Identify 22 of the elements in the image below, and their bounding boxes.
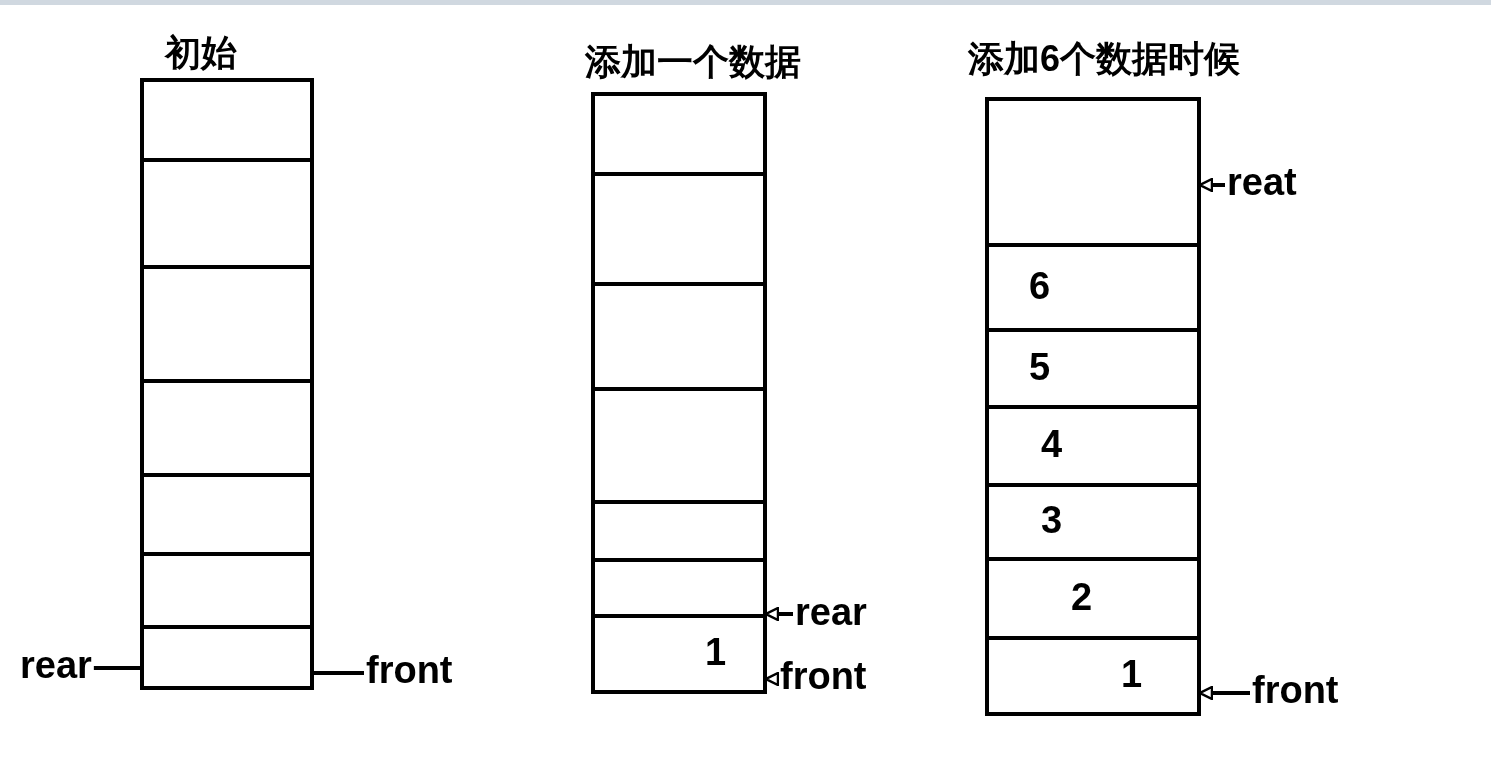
pointer-arrow — [764, 606, 793, 622]
element-number: 1 — [1121, 654, 1143, 694]
element-number: 3 — [1041, 500, 1063, 540]
column-heading: 添加一个数据 — [585, 42, 801, 82]
pointer-label: front — [1252, 670, 1339, 710]
pointer-arrow — [1198, 685, 1250, 701]
pointer-label: reat — [1227, 162, 1297, 202]
pointer-label: rear — [795, 592, 867, 632]
leader-line — [314, 671, 364, 675]
element-number: 6 — [1029, 265, 1051, 306]
pointer-label: rear — [20, 645, 92, 685]
element-number: 1 — [705, 632, 727, 672]
element-number: 5 — [1029, 346, 1051, 387]
column-heading: 添加6个数据时候 — [968, 39, 1241, 79]
pointer-arrow — [1198, 177, 1225, 193]
element-number: 4 — [1041, 424, 1063, 464]
pointer-arrow — [764, 671, 780, 687]
leader-line — [93, 666, 140, 670]
element-number: 2 — [1071, 576, 1093, 617]
pointer-label: front — [780, 656, 867, 696]
column-heading: 初始 — [165, 33, 237, 73]
pointer-label: front — [366, 650, 453, 690]
